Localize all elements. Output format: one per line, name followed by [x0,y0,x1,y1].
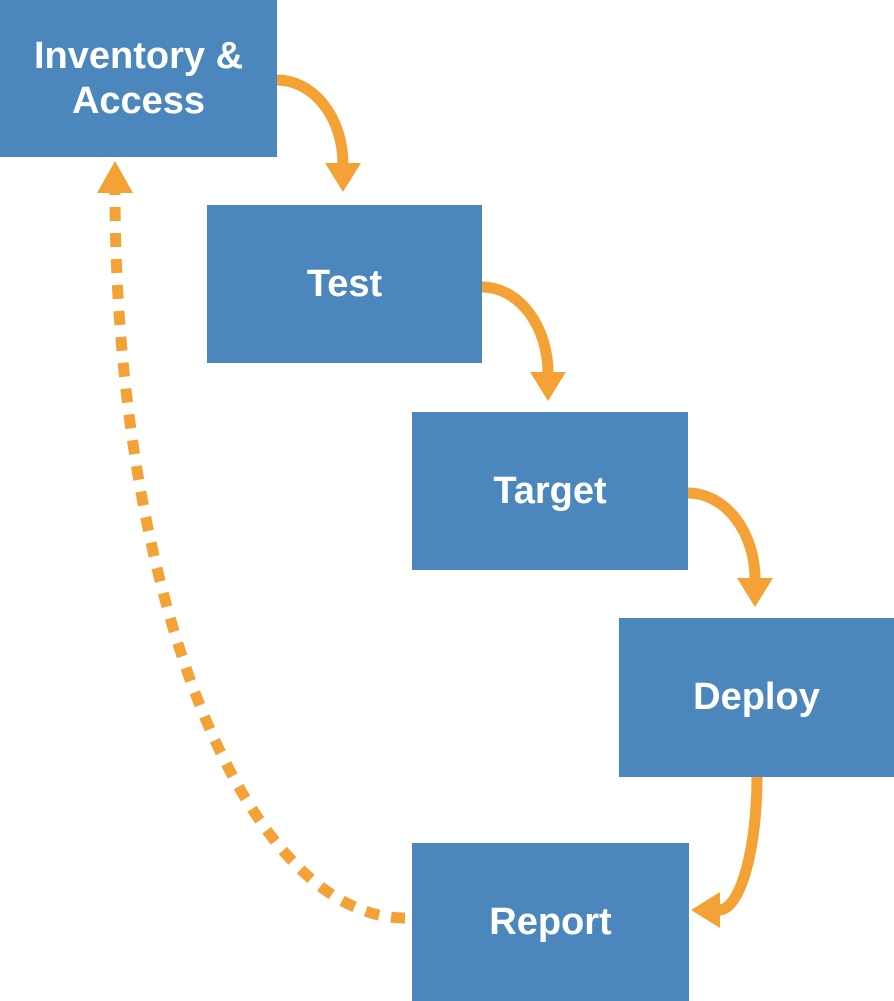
edge-test-to-target-curve [481,281,554,374]
edge-inventory-to-test-arrowhead-icon [325,163,361,192]
node-inventory-access-label: Inventory & Access [33,34,244,122]
node-target: Target [412,412,688,570]
node-deploy: Deploy [619,618,894,777]
node-test-label: Test [306,262,383,305]
edge-inventory-to-test-curve [276,74,349,165]
node-report: Report [412,843,689,1001]
edge-deploy-to-report-curve [718,776,763,916]
node-report-label: Report [489,900,612,943]
node-test: Test [207,205,482,363]
edge-target-to-deploy [687,487,773,607]
edge-deploy-to-report-arrowhead-icon [691,892,720,928]
edge-test-to-target-arrowhead-icon [530,372,566,401]
edge-target-to-deploy-curve [687,487,761,580]
node-target-label: Target [493,469,607,512]
node-deploy-label: Deploy [693,676,820,718]
edge-report-to-inventory-arrowhead-icon [97,161,133,193]
edge-deploy-to-report [691,776,763,928]
edge-target-to-deploy-arrowhead-icon [737,578,773,607]
node-inventory-access: Inventory & Access [0,0,277,157]
edge-inventory-to-test [276,74,361,192]
edge-test-to-target [481,281,566,401]
